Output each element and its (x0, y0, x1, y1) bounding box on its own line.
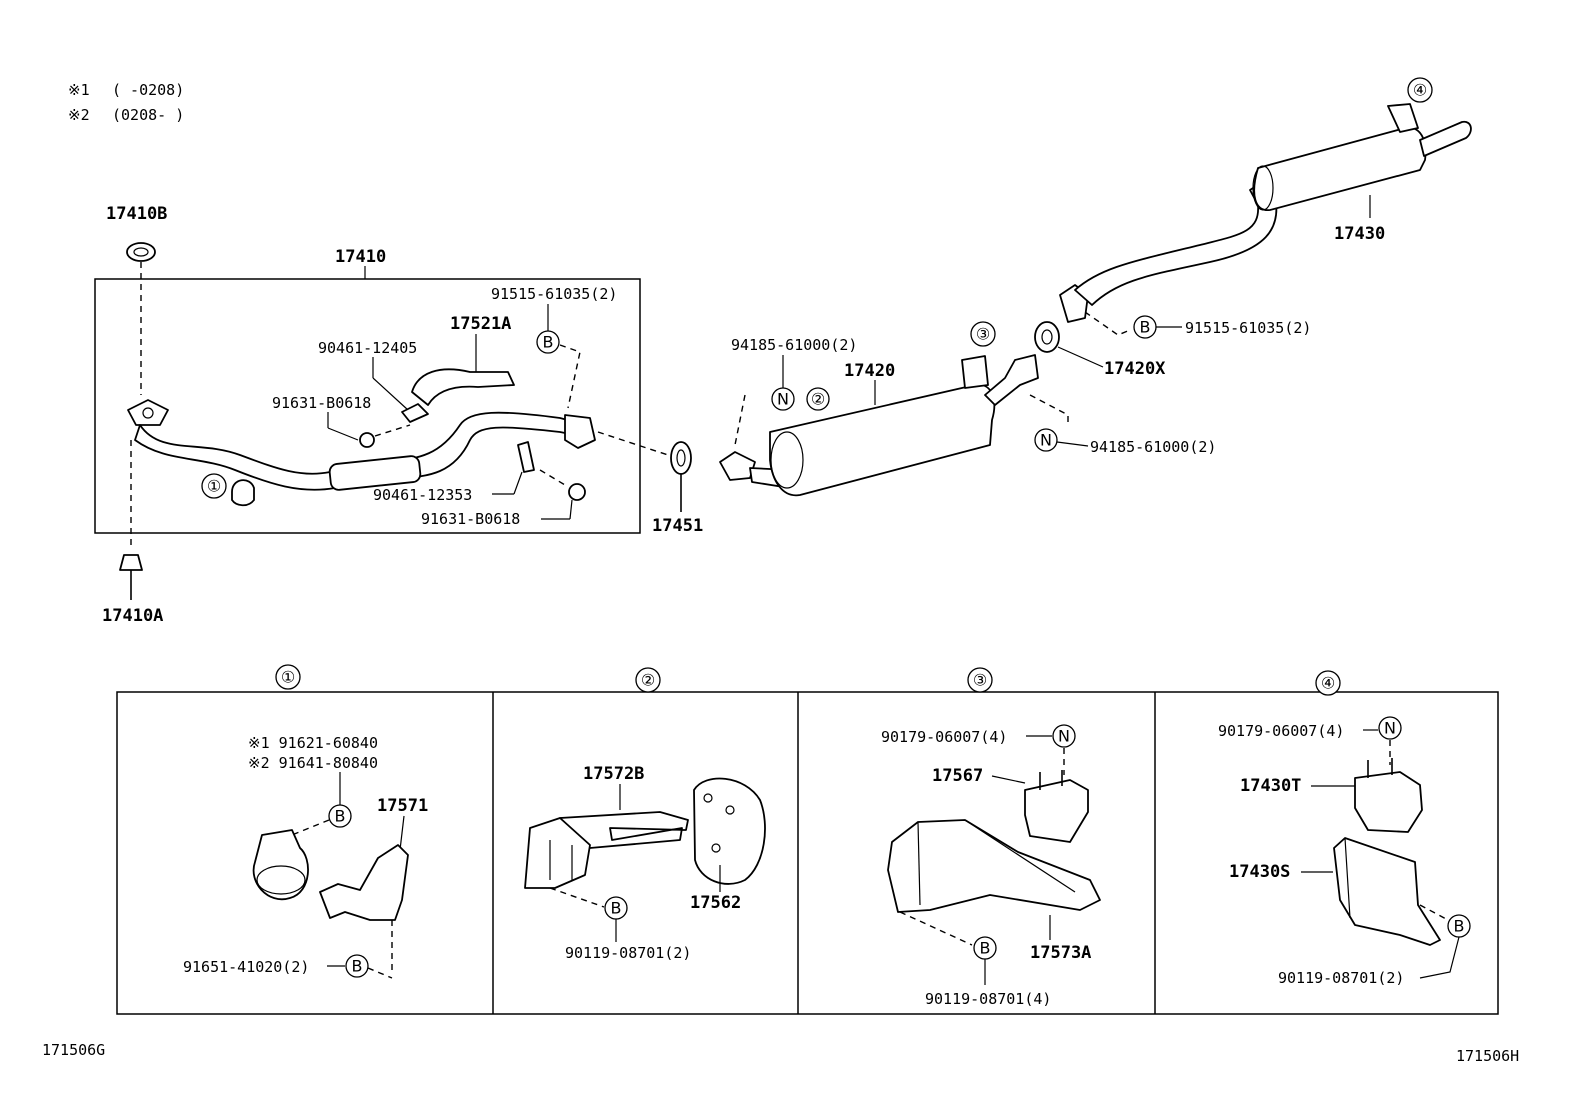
panel3-callout-n (1052, 724, 1076, 748)
label-17410: 17410 (335, 247, 386, 267)
bracket-17571 (319, 844, 409, 921)
svg-text:N: N (1384, 719, 1396, 738)
label-17420X: 17420X (1104, 359, 1166, 379)
clamp-90461-12405 (401, 403, 429, 423)
bolt-91631-b (568, 483, 586, 501)
support-bracket-17430S (1333, 837, 1441, 946)
label-17420: 17420 (844, 361, 895, 381)
panel1-note1: ※1 91621-60840 (248, 734, 378, 752)
main-muffler-17430 (1253, 126, 1427, 211)
hanger-ref-4 (1387, 103, 1419, 133)
gasket-17420X (1034, 321, 1060, 353)
svg-text:N: N (777, 390, 789, 409)
detail-panels-frame (116, 691, 1499, 1015)
mount-insulator-17430T (1354, 771, 1423, 833)
label-17573A: 17573A (1030, 943, 1091, 963)
note-1-mark: ※1 (68, 81, 90, 99)
mount-insulator-17567 (1024, 779, 1089, 843)
panel-1-number: ① (281, 668, 295, 687)
callout-b-91515-a (536, 330, 560, 354)
rear-flange-17410 (564, 414, 596, 449)
panel1-bolt-label: 91651-41020(2) (183, 958, 309, 976)
footer-right-code: 171506H (1456, 1047, 1519, 1065)
hanger-bracket-17572B (524, 817, 591, 889)
label-91515-a: 91515-61035(2) (491, 285, 617, 303)
label-17451: 17451 (652, 516, 703, 536)
label-91631-a: 91631-B0618 (272, 394, 371, 412)
label-17430S: 17430S (1229, 862, 1290, 882)
footer-left-code: 171506G (42, 1041, 105, 1059)
note-2-mark: ※2 (68, 106, 90, 124)
muffler-outlet-tip (1419, 120, 1472, 157)
front-pipe-flange (127, 399, 169, 426)
ref-panel-4: ④ (1413, 81, 1427, 100)
stud-17410A (119, 554, 143, 571)
panel1-callout-b-bolt (345, 954, 369, 978)
ref-panel-1: ① (207, 477, 221, 496)
label-17521A: 17521A (450, 314, 511, 334)
panel4-nut-label: 90179-06007(4) (1218, 722, 1344, 740)
svg-text:N: N (1058, 727, 1070, 746)
hanger-ref-3 (961, 355, 989, 389)
svg-text:B: B (543, 333, 554, 352)
label-17571: 17571 (377, 796, 428, 816)
rubber-hanger-17562 (693, 777, 766, 885)
flex-section (328, 455, 422, 491)
front-pipe-assembly-box (94, 278, 641, 534)
label-17410A: 17410A (102, 606, 163, 626)
gasket-17410B (126, 242, 156, 262)
label-90461-12353: 90461-12353 (373, 486, 472, 504)
clamp-ref-1 (231, 479, 255, 507)
svg-text:N: N (1040, 431, 1052, 450)
note-1-range: ( -0208) (112, 81, 184, 99)
support-bracket-17573A (887, 819, 1101, 913)
svg-text:B: B (335, 807, 346, 826)
ref-panel-2: ② (811, 390, 825, 409)
callout-n-94185-a (771, 387, 795, 411)
callout-n-94185-b (1034, 428, 1058, 452)
panel-4-number: ④ (1321, 674, 1335, 693)
svg-text:B: B (1454, 917, 1465, 936)
panel1-callout-b-top (328, 804, 352, 828)
panel4-bolt-label: 90119-08701(2) (1278, 969, 1404, 987)
svg-text:B: B (980, 939, 991, 958)
panel4-callout-n (1378, 716, 1402, 740)
clip-90461-12353 (517, 441, 535, 473)
panel1-note2: ※2 91641-80840 (248, 754, 378, 772)
panel3-bolt-label: 90119-08701(4) (925, 990, 1051, 1008)
label-94185-b: 94185-61000(2) (1090, 438, 1216, 456)
label-17567: 17567 (932, 766, 983, 786)
label-94185-a: 94185-61000(2) (731, 336, 857, 354)
label-17572B: 17572B (583, 764, 644, 784)
ref-panel-3: ③ (976, 325, 990, 344)
label-91631-b: 91631-B0618 (421, 510, 520, 528)
label-17430T: 17430T (1240, 776, 1301, 796)
label-17410B: 17410B (106, 204, 167, 224)
label-91515-b: 91515-61035(2) (1185, 319, 1311, 337)
inlet-flange-17420 (719, 451, 756, 481)
label-17430: 17430 (1334, 224, 1385, 244)
insulator-17521A (411, 368, 515, 406)
tail-pipe (1074, 181, 1278, 306)
panel3-nut-label: 90179-06007(4) (881, 728, 1007, 746)
outlet-flange-17420 (984, 354, 1039, 406)
hanger-rod-17572B (559, 811, 689, 849)
gasket-17451 (670, 441, 692, 475)
bolt-91631-a (359, 432, 375, 448)
svg-text:B: B (352, 957, 363, 976)
label-17562: 17562 (690, 893, 741, 913)
center-muffler-17420 (769, 383, 996, 497)
note-2-range: (0208- ) (112, 106, 184, 124)
label-90461-12405: 90461-12405 (318, 339, 417, 357)
panel2-bolt-label: 90119-08701(2) (565, 944, 691, 962)
panel-3-number: ③ (973, 671, 987, 690)
svg-text:B: B (611, 899, 622, 918)
panel-2-number: ② (641, 671, 655, 690)
clamp-91621 (252, 829, 309, 901)
svg-text:B: B (1140, 318, 1151, 337)
